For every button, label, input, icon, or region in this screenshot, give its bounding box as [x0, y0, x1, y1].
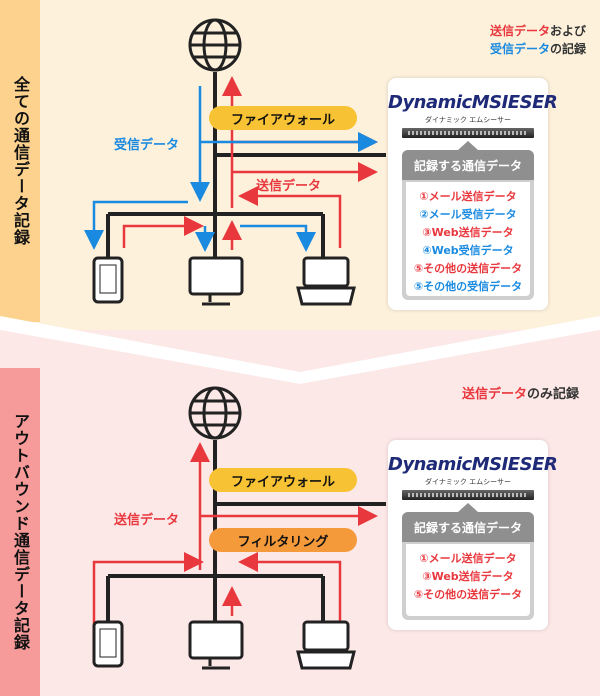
- server-rack-icon: [402, 490, 534, 500]
- record-item: ③Web送信データ: [422, 226, 514, 239]
- server-logo: DynamicMSIESER: [388, 92, 558, 113]
- panel2-side-label: アウトバウンド通信データ記録: [0, 368, 40, 696]
- record-item: ①メール送信データ: [419, 552, 517, 565]
- panel2-legend: 送信データのみ記録: [462, 387, 580, 402]
- panel1-server-card: DynamicMSIESER ダイナミック エムシーサー 記録する通信データ ①…: [388, 78, 558, 310]
- send-data-label: 送信データ: [114, 513, 180, 528]
- record-item: ④Web受信データ: [422, 244, 514, 257]
- record-item: ③Web送信データ: [422, 570, 514, 583]
- record-list: ①メール送信データ ③Web送信データ ⑤その他の送信データ: [406, 544, 530, 616]
- record-item: ⑤その他の受信データ: [413, 280, 523, 293]
- firewall-pill: ファイアウォール: [209, 468, 357, 492]
- record-box: 記録する通信データ ①メール送信データ ③Web送信データ ⑤その他の送信データ: [402, 503, 534, 620]
- firewall-pill: ファイアウォール: [209, 106, 357, 130]
- record-item: ①メール送信データ: [419, 190, 517, 203]
- record-item: ⑤その他の送信データ: [413, 588, 523, 601]
- panel1-side-label: 全ての通信データ記録: [0, 0, 40, 322]
- panel1-legend: 送信データおよび 受信データの記録: [490, 24, 587, 56]
- server-logo: DynamicMSIESER: [388, 454, 558, 475]
- record-title: 記録する通信データ: [402, 503, 534, 542]
- server-rack-icon: [402, 128, 534, 138]
- receive-data-label: 受信データ: [114, 138, 180, 153]
- send-data-label: 送信データ: [256, 179, 322, 194]
- server-logo-sub: ダイナミック エムシーサー: [425, 478, 511, 486]
- filtering-pill: フィルタリング: [209, 528, 357, 552]
- record-item: ②メール受信データ: [419, 208, 517, 221]
- record-box: 記録する通信データ ①メール送信データ ②メール受信データ ③Web送信データ ④We…: [402, 141, 534, 300]
- record-title: 記録する通信データ: [402, 141, 534, 180]
- record-list: ①メール送信データ ②メール受信データ ③Web送信データ ④Web受信データ ⑤その他…: [406, 182, 530, 296]
- server-logo-sub: ダイナミック エムシーサー: [425, 116, 511, 124]
- panel2-server-card: DynamicMSIESER ダイナミック エムシーサー 記録する通信データ ①…: [388, 440, 558, 630]
- record-item: ⑤その他の送信データ: [413, 262, 523, 275]
